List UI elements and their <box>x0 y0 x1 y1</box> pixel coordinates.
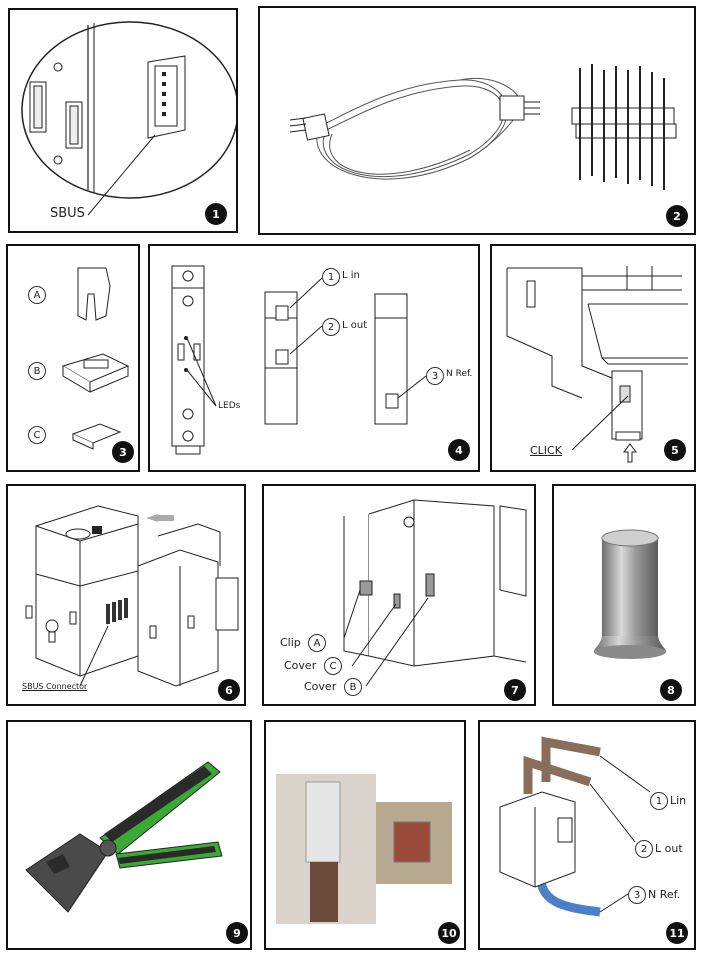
circle-a: A <box>28 286 46 304</box>
panel-11: 1 Lin 2 L out 3 N Ref. 11 <box>478 720 696 950</box>
n-ref-label: N Ref. <box>446 369 473 379</box>
panel-4: LEDs 1 L in 2 L out 3 N Ref. 4 <box>148 244 480 472</box>
l-in-label: L in <box>342 270 360 281</box>
panel-number-11: 11 <box>666 922 688 944</box>
clip-covers-illustration <box>61 267 130 450</box>
panel-number-3: 3 <box>112 441 134 463</box>
sbus-connector-label: SBUS Connector <box>22 682 88 691</box>
panel-number-2: 2 <box>666 205 688 227</box>
module-leds-illustration <box>171 265 427 455</box>
nref-number: 3 <box>628 886 646 904</box>
cover-b-circle: B <box>344 678 362 696</box>
panel-number-6: 6 <box>218 679 240 701</box>
crimping-tool-illustration <box>25 761 223 913</box>
clip-label: Clip <box>280 636 301 649</box>
panel-number-5: 5 <box>664 439 686 461</box>
sbus-port-illustration <box>21 21 236 216</box>
panel-number-8: 8 <box>660 679 682 701</box>
cover-b-label: Cover <box>304 680 337 693</box>
ribbon-cable-illustration <box>289 64 677 190</box>
click-mount-illustration <box>506 266 688 463</box>
sbus-label: SBUS <box>50 206 85 221</box>
nref-label: N Ref. <box>648 888 681 901</box>
lin-label: Lin <box>670 794 687 807</box>
panel-number-4: 4 <box>448 439 470 461</box>
l-out-number: 2 <box>322 318 340 336</box>
circle-b: B <box>28 362 46 380</box>
panel-3: A B C 3 <box>6 244 140 472</box>
panel-2: 2 <box>258 6 696 235</box>
ferrule-illustration <box>594 529 666 659</box>
lout-number: 2 <box>635 840 653 858</box>
panel-1: SBUS 1 <box>8 8 238 233</box>
panel-number-10: 10 <box>438 922 460 944</box>
panel-number-1: 1 <box>205 203 227 225</box>
panel-9: 9 <box>6 720 252 950</box>
panel-6: SBUS Connector 6 <box>6 484 246 706</box>
lin-number: 1 <box>650 792 668 810</box>
l-in-number: 1 <box>322 268 340 286</box>
leds-label: LEDs <box>218 401 241 411</box>
panel-number-9: 9 <box>226 922 248 944</box>
lout-label: L out <box>655 842 683 855</box>
panel-8: 8 <box>552 484 696 706</box>
panel-5: CLICK 5 <box>490 244 696 472</box>
cover-c-circle: C <box>324 657 342 675</box>
circle-c: C <box>28 426 46 444</box>
covers-illustration <box>343 499 527 687</box>
panel-7: Clip A Cover C Cover B 7 <box>262 484 536 706</box>
n-ref-number: 3 <box>426 367 444 385</box>
l-out-label: L out <box>342 320 368 331</box>
sbus-connector-illustration <box>25 505 239 687</box>
clip-a-circle: A <box>308 634 326 652</box>
wiring-illustration <box>499 736 651 917</box>
click-label: CLICK <box>530 444 562 457</box>
cover-c-label: Cover <box>284 659 317 672</box>
crimped-wire-photos <box>276 774 452 924</box>
panel-10: 10 <box>264 720 466 950</box>
panel-number-7: 7 <box>504 679 526 701</box>
